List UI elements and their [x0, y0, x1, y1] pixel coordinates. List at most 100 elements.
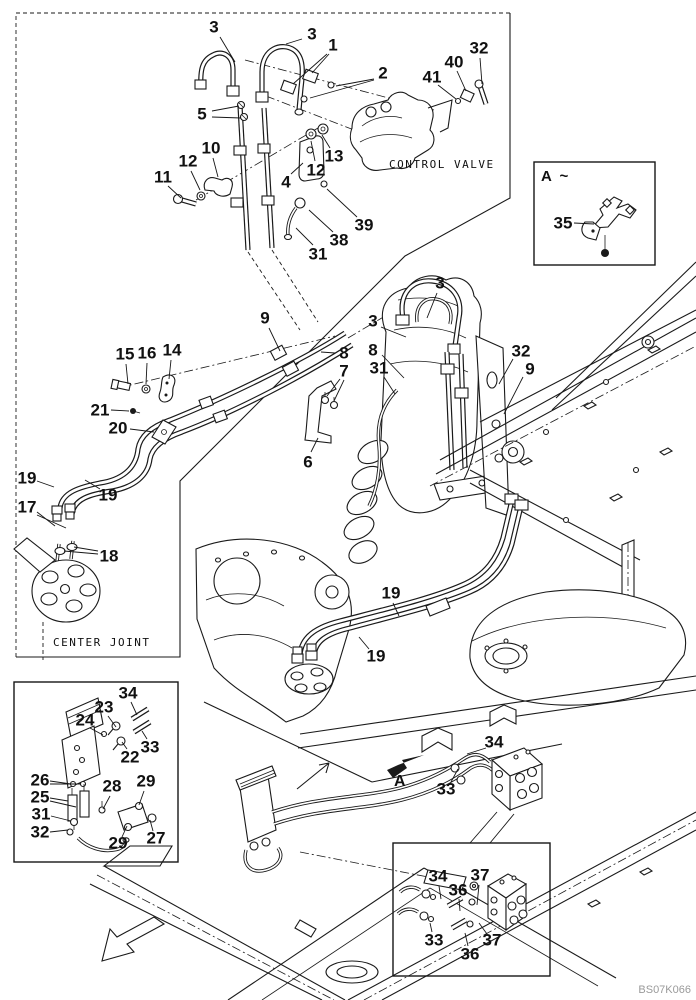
- leader-line: [381, 354, 405, 379]
- leader-line: [36, 480, 55, 488]
- leader-line: [130, 701, 138, 716]
- callout-9: 9: [525, 359, 535, 379]
- callout-4: 4: [281, 172, 291, 192]
- pipe-group-top: [51, 44, 354, 522]
- callout-18: 18: [99, 546, 119, 566]
- callout-41: 41: [422, 67, 442, 87]
- leader-line: [73, 546, 99, 552]
- leader-line: [290, 162, 304, 175]
- leader-line: [292, 53, 328, 85]
- corner-arrow: [101, 916, 166, 962]
- section-arrow-a: [387, 755, 424, 778]
- callout-14: 14: [162, 340, 182, 360]
- callout-39: 39: [354, 215, 374, 235]
- leader-line: [50, 815, 72, 822]
- leader-line: [129, 428, 155, 433]
- leader-line: [212, 157, 219, 178]
- leader-line: [456, 70, 467, 92]
- callout-23: 23: [94, 697, 114, 717]
- leader-line: [268, 327, 281, 352]
- callout-19: 19: [381, 583, 401, 603]
- callout-36: 36: [460, 944, 480, 964]
- callout-8: 8: [339, 343, 349, 363]
- callout-27: 27: [146, 828, 166, 848]
- section-a-label: A: [394, 773, 406, 790]
- callout-22: 22: [120, 747, 140, 767]
- leader-line: [107, 715, 117, 728]
- leader-line: [36, 514, 67, 529]
- control-valve-body: [172, 79, 489, 241]
- callout-24: 24: [75, 710, 95, 730]
- callout-37: 37: [470, 865, 490, 885]
- leader-line: [573, 222, 595, 225]
- leader-line: [321, 134, 331, 149]
- leader-line: [219, 36, 236, 63]
- callout-31: 31: [31, 804, 51, 824]
- leader-line: [49, 800, 77, 808]
- leader-line: [335, 78, 375, 87]
- leader-line: [311, 53, 330, 74]
- leader-line: [211, 116, 242, 119]
- callout-34: 34: [118, 683, 138, 703]
- leader-line: [110, 409, 130, 412]
- callout-6: 6: [303, 452, 313, 472]
- leader-line: [285, 38, 303, 45]
- leader-line: [89, 727, 104, 736]
- leader-line: [102, 795, 111, 810]
- callout-33: 33: [140, 737, 160, 757]
- callout-29: 29: [136, 771, 156, 791]
- leader-line: [469, 811, 498, 844]
- hoses-19: [284, 493, 529, 695]
- callout-20: 20: [108, 418, 128, 438]
- control-valve-label: CONTROL VALVE: [389, 158, 495, 171]
- callout-12: 12: [178, 151, 198, 171]
- callout-3: 3: [435, 273, 445, 293]
- block-inset-parts: [396, 873, 528, 932]
- leader-line: [295, 227, 314, 246]
- leader-line: [426, 292, 438, 319]
- clamps-and-bolts: [110, 374, 339, 445]
- leader-line: [466, 747, 487, 755]
- callout-3: 3: [368, 311, 378, 331]
- callout-1: 1: [328, 35, 338, 55]
- leader-line: [308, 209, 334, 233]
- callout-2: 2: [378, 63, 388, 83]
- callout-15: 15: [115, 344, 135, 364]
- leader-line: [476, 884, 480, 906]
- callout-21: 21: [90, 400, 110, 420]
- callout-32: 32: [469, 38, 489, 58]
- leader-line: [138, 790, 145, 806]
- callout-37: 37: [482, 930, 502, 950]
- callout-5: 5: [197, 104, 207, 124]
- leader-line: [310, 140, 316, 162]
- leader-line: [380, 326, 407, 338]
- detail-a-bracket: [581, 196, 637, 257]
- leader-line: [450, 768, 459, 783]
- leader-line: [326, 378, 341, 397]
- callout-38: 38: [329, 230, 349, 250]
- callout-17: 17: [17, 497, 37, 517]
- callout-7: 7: [339, 361, 349, 381]
- callout-34: 34: [428, 866, 448, 886]
- leader-line: [145, 362, 148, 385]
- leader-line: [383, 376, 396, 395]
- callout-36: 36: [448, 880, 468, 900]
- leader-line: [63, 550, 99, 555]
- leader-line: [121, 825, 128, 838]
- callout-16: 16: [137, 343, 157, 363]
- callout-34: 34: [484, 732, 504, 752]
- leader-line: [392, 602, 400, 617]
- callout-13: 13: [324, 146, 344, 166]
- pilot-valve-inset-parts: [61, 697, 157, 853]
- leader-line: [121, 741, 128, 750]
- leader-line: [358, 636, 370, 650]
- leader-line: [211, 105, 240, 112]
- leader-line: [125, 363, 129, 385]
- callout-8: 8: [368, 340, 378, 360]
- leader-line: [309, 79, 375, 99]
- leader-line: [333, 379, 345, 402]
- plate-direction-arrow: [296, 762, 330, 790]
- callout-3: 3: [307, 24, 317, 44]
